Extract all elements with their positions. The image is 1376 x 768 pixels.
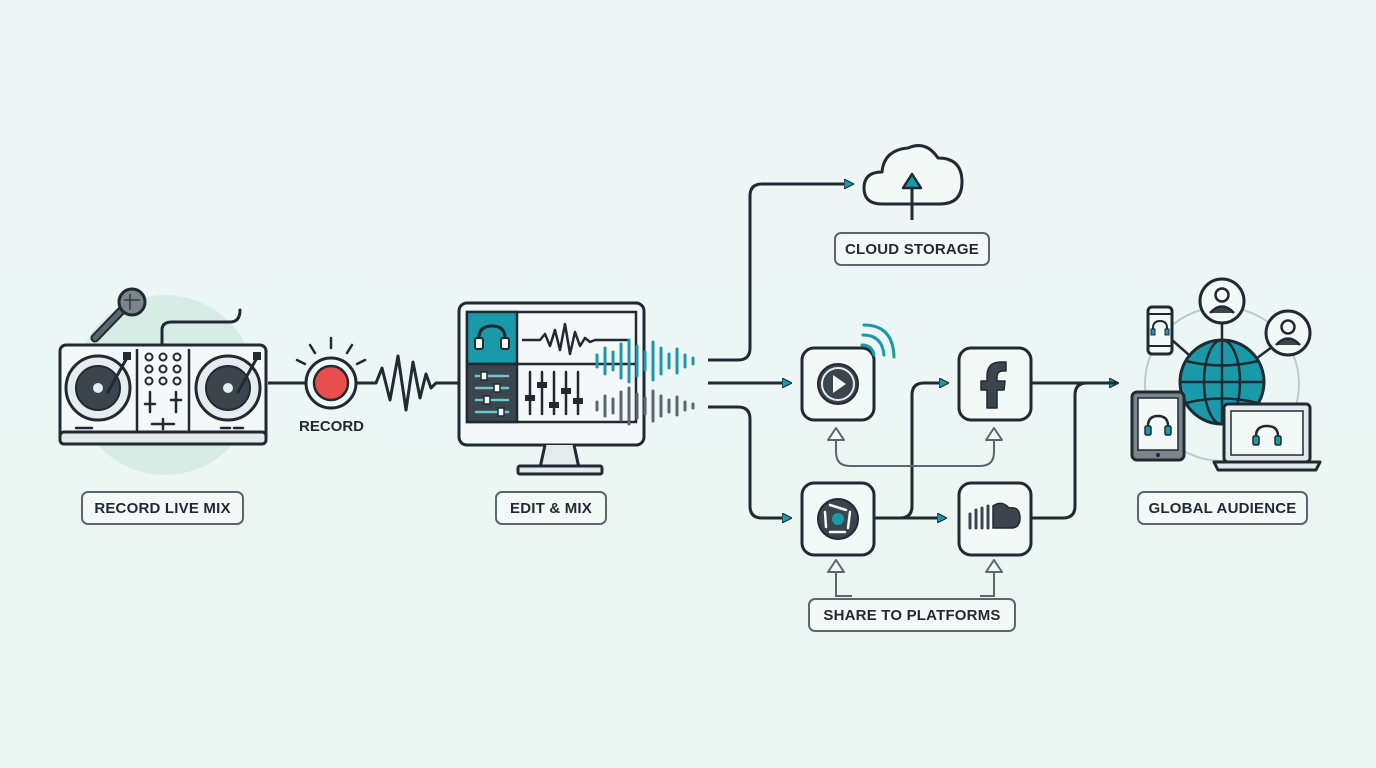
camera-platform-tile <box>800 481 876 557</box>
smartphone-icon <box>1146 305 1174 356</box>
tablet-icon <box>1130 390 1186 462</box>
audio-waveform <box>357 354 458 412</box>
dj-controller-icon <box>58 287 268 475</box>
laptop-icon <box>1212 402 1322 472</box>
user-icon <box>1264 309 1312 357</box>
facebook-icon <box>980 361 1007 409</box>
computer-monitor-icon <box>457 301 646 476</box>
headphones-icon <box>474 324 510 350</box>
soundcloud-platform-tile <box>957 481 1033 557</box>
globe-icon <box>1178 338 1266 426</box>
share-to-platforms-label: SHARE TO PLATFORMS <box>808 598 1016 632</box>
microphone-icon <box>90 287 147 343</box>
soundcloud-icon <box>968 502 1021 530</box>
global-audience-label: GLOBAL AUDIENCE <box>1137 491 1308 525</box>
record-button-icon <box>295 336 367 410</box>
facebook-platform-tile <box>957 346 1033 422</box>
global-audience-cluster <box>1130 277 1322 472</box>
camera-aperture-icon <box>817 498 859 540</box>
audio-signal-waves <box>595 338 695 426</box>
user-icon <box>1198 277 1246 325</box>
play-button-icon <box>817 363 859 405</box>
record-live-mix-label: RECORD LIVE MIX <box>81 491 244 525</box>
broadcast-signal-icon <box>860 323 896 359</box>
video-platform-tile <box>800 323 896 422</box>
flow-connectors <box>708 184 1117 518</box>
edit-mix-label: EDIT & MIX <box>495 491 607 525</box>
cloud-storage-label: CLOUD STORAGE <box>834 232 990 266</box>
share-connectors <box>835 438 995 597</box>
cloud-upload-icon <box>862 144 964 220</box>
record-label: RECORD <box>299 418 365 435</box>
